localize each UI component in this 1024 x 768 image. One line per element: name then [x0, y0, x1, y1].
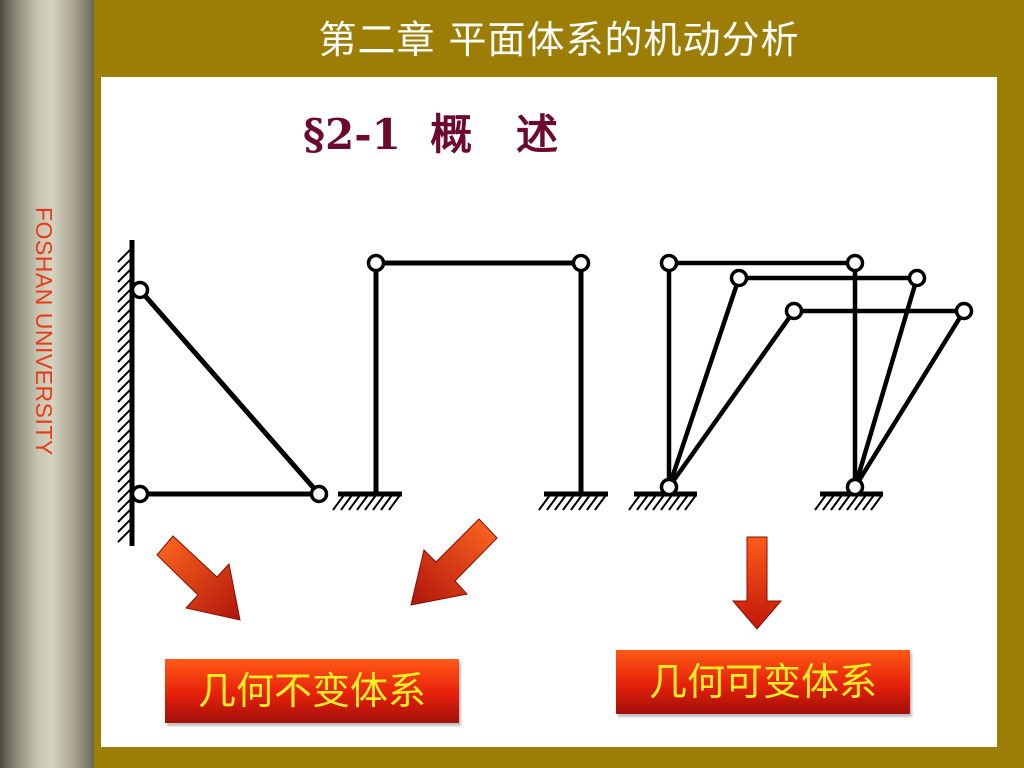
- fixed-ground-support-icon: [538, 491, 608, 511]
- down-right-arrow-icon: [156, 535, 241, 621]
- hinge-joint-icon: [907, 268, 927, 288]
- hinge-joint-icon: [130, 280, 150, 300]
- member-diagonal: [138, 288, 321, 496]
- structure-mechanism: [628, 253, 974, 511]
- hinge-joint-icon: [130, 484, 150, 504]
- down-arrow-icon: [731, 536, 783, 630]
- hinge-joint-icon: [729, 268, 749, 288]
- down-left-arrow-icon: [410, 518, 498, 606]
- fixed-ground-support-icon: [814, 491, 883, 511]
- section-title: §2-1 概 述: [303, 110, 558, 159]
- label-geometrically-unstable: 几何可变体系: [616, 650, 910, 714]
- sidebar-strip: FOSHAN UNIVERSITY: [0, 0, 94, 768]
- fixed-ground-support-icon: [332, 491, 402, 511]
- structure-wall-triangle: [117, 240, 329, 546]
- hinge-joint-icon: [659, 477, 679, 497]
- structure-portal-frame: [332, 253, 608, 511]
- hinge-joint-icon: [309, 484, 329, 504]
- chapter-title: 第二章 平面体系的机动分析: [318, 18, 800, 62]
- fixed-ground-support-icon: [628, 491, 697, 511]
- hinge-joint-icon: [571, 253, 591, 273]
- university-name: FOSHAN UNIVERSITY: [31, 207, 57, 456]
- hinge-joint-icon: [845, 477, 865, 497]
- hinge-joint-icon: [784, 301, 804, 321]
- hinge-joint-icon: [954, 301, 974, 321]
- fixed-wall-support-icon: [117, 240, 135, 546]
- hinge-joint-icon: [366, 253, 386, 273]
- label-geometrically-stable: 几何不变体系: [165, 659, 459, 723]
- hinge-joint-icon: [845, 253, 865, 273]
- hinge-joint-icon: [659, 253, 679, 273]
